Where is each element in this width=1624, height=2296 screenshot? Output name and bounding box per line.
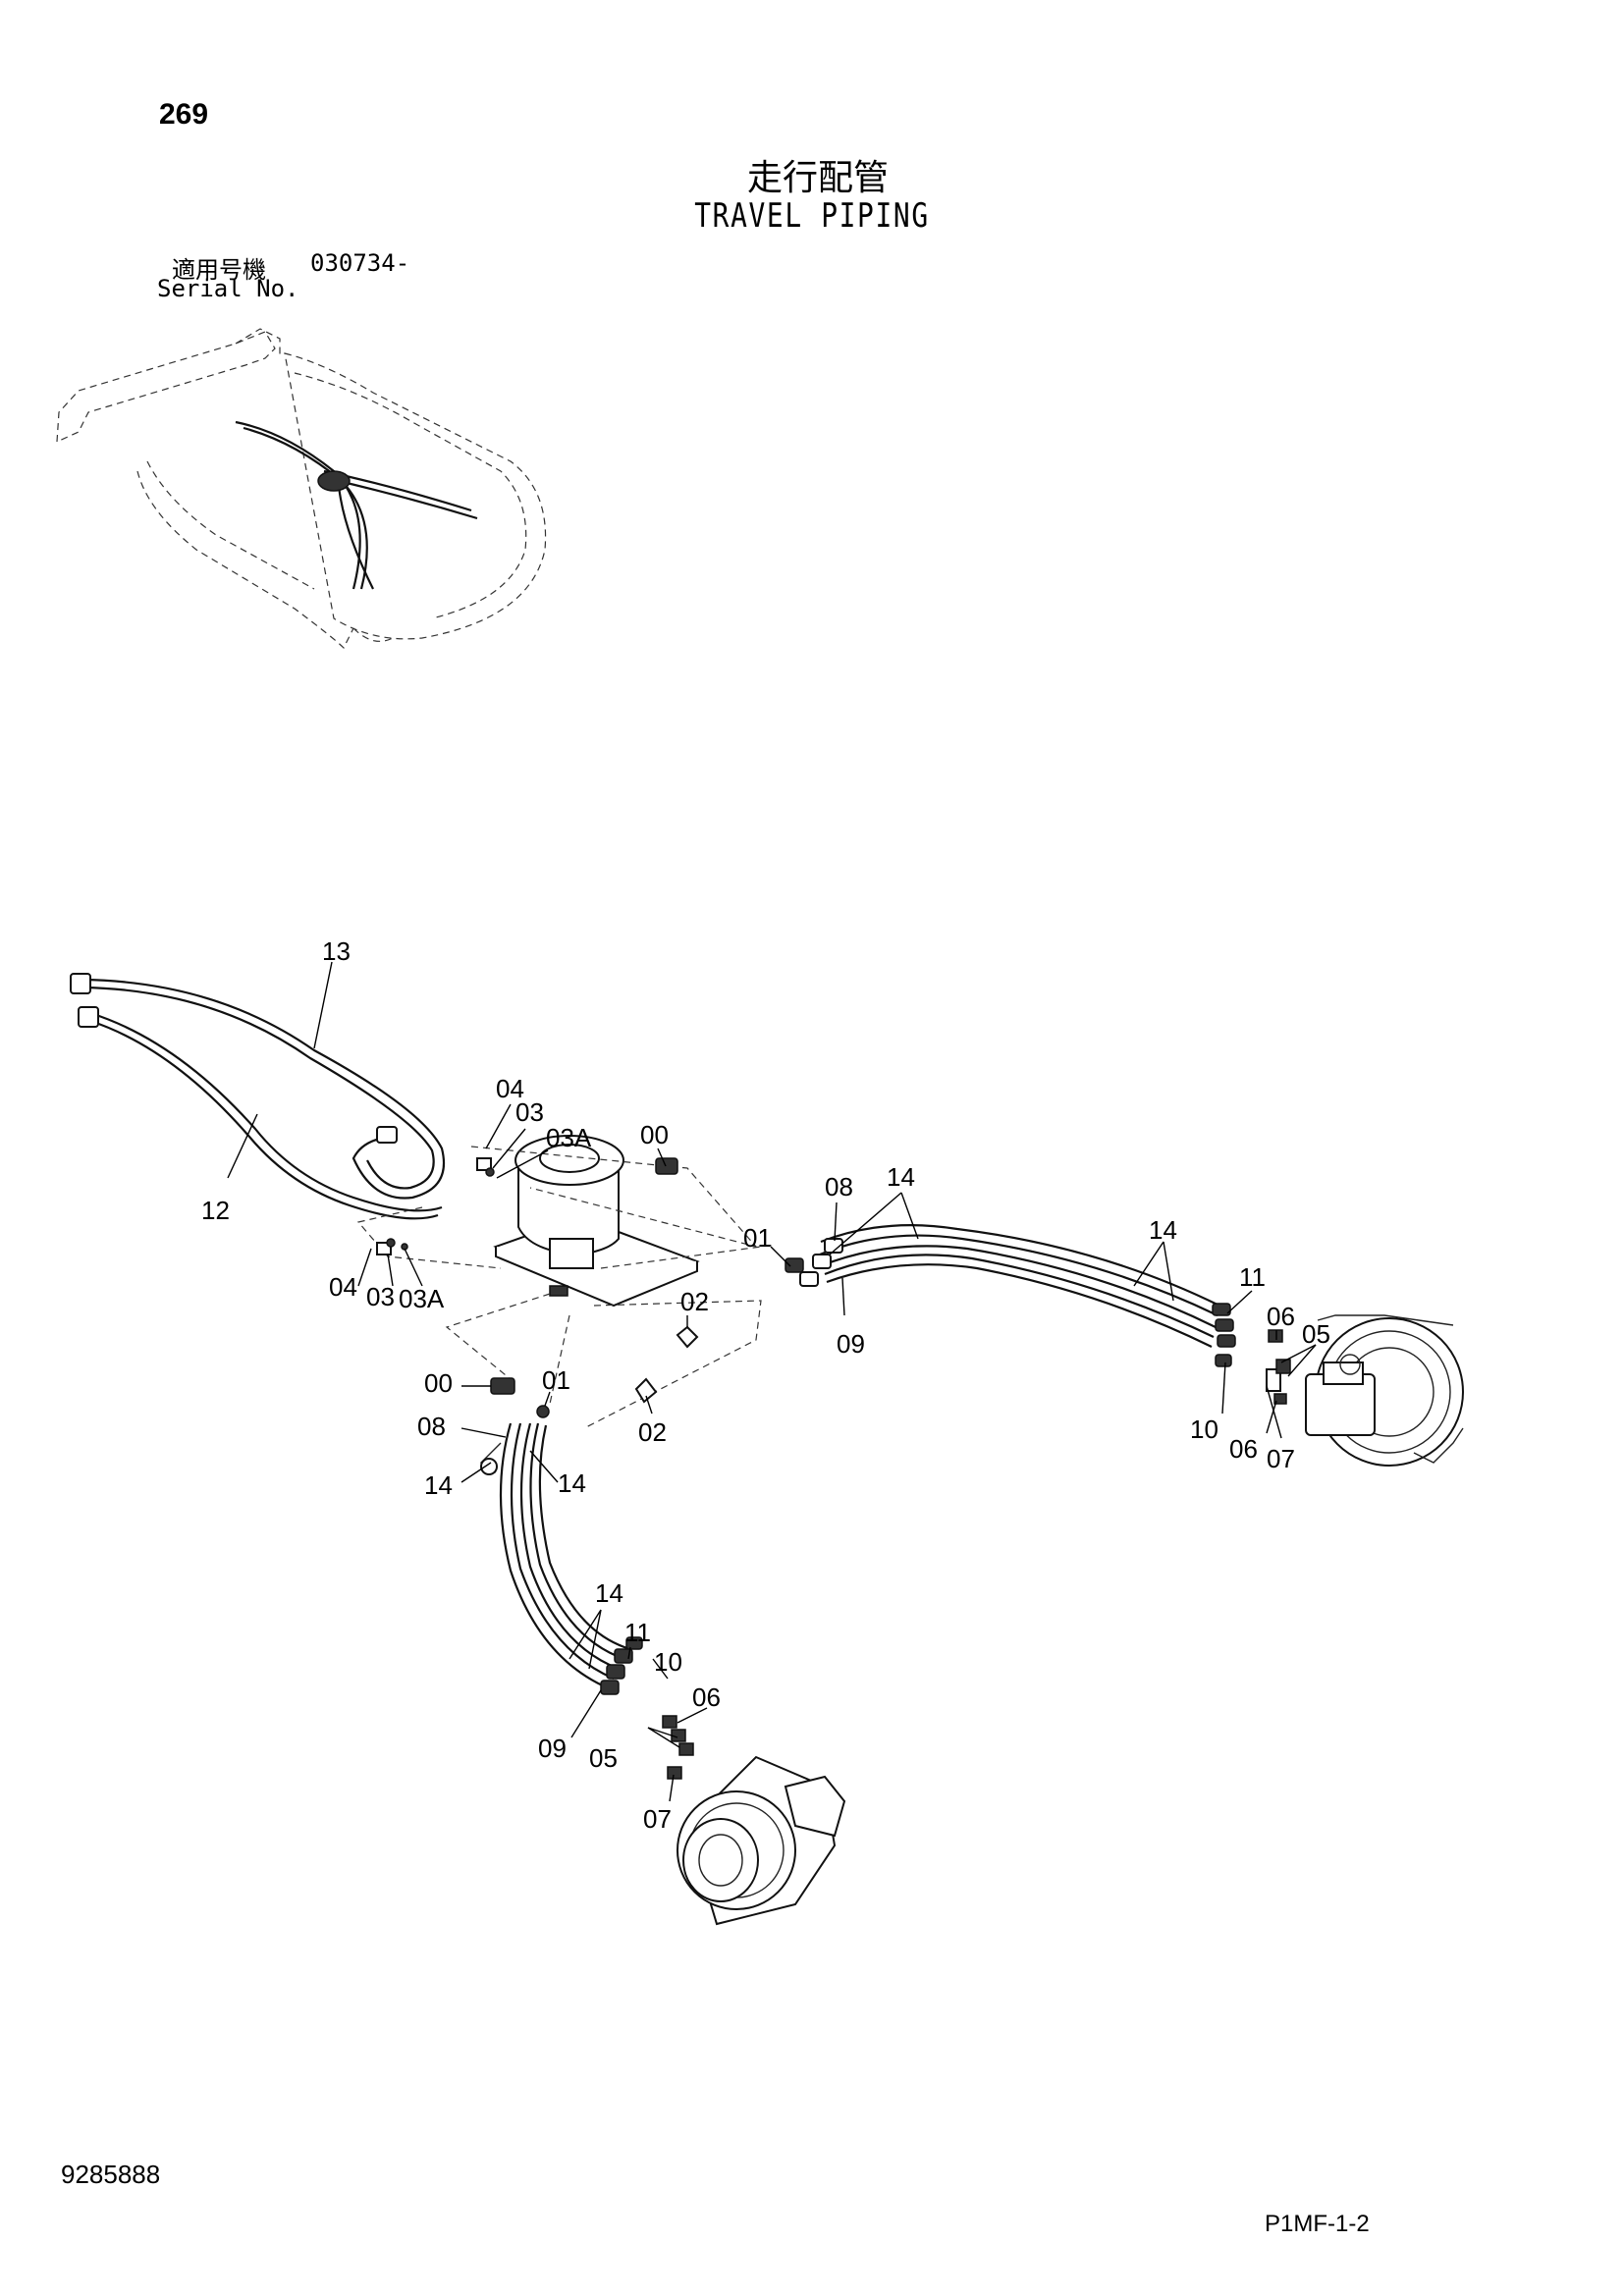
callout-11: 11 <box>624 1618 651 1647</box>
serial-japanese-label: 適用号機 <box>172 256 266 284</box>
callout-05: 05 <box>589 1743 618 1773</box>
callout-04: 04 <box>496 1074 524 1103</box>
callout-02: 02 <box>638 1417 667 1447</box>
assembly-lines <box>356 1146 777 1429</box>
page-code: P1MF-1-2 <box>1265 2211 1370 2237</box>
callout-06: 06 <box>1229 1434 1258 1464</box>
fittings <box>376 1157 804 1418</box>
title-english: TRAVEL PIPING <box>694 196 930 236</box>
callout-10: 10 <box>654 1647 682 1677</box>
callout-labels: 13 12 04 03 03A 00 01 08 14 09 14 11 06 … <box>201 936 1330 1834</box>
callout-08: 08 <box>417 1412 446 1441</box>
serial-number-value: 030734- <box>310 249 410 277</box>
leader-lines <box>227 961 1317 1802</box>
hose-assembly-12-13 <box>70 973 446 1220</box>
callout-09: 09 <box>538 1734 567 1763</box>
callout-05: 05 <box>1302 1319 1330 1349</box>
callout-14: 14 <box>1149 1215 1177 1245</box>
callout-10: 10 <box>1190 1415 1218 1444</box>
callout-06: 06 <box>692 1682 721 1712</box>
callout-11: 11 <box>1239 1262 1266 1292</box>
callout-14: 14 <box>558 1468 586 1498</box>
left-travel-motor <box>662 1715 846 1926</box>
serial-english-label: Serial No. <box>157 275 299 302</box>
document-number: 9285888 <box>61 2160 161 2189</box>
callout-02: 02 <box>680 1287 709 1316</box>
callout-09: 09 <box>837 1329 865 1359</box>
title-japanese: 走行配管 <box>746 158 889 198</box>
callout-12: 12 <box>201 1196 230 1225</box>
callout-13: 13 <box>322 936 351 966</box>
callout-01: 01 <box>743 1223 772 1253</box>
callout-06: 06 <box>1267 1302 1295 1331</box>
callout-08: 08 <box>825 1172 853 1201</box>
callout-03a: 03A <box>546 1123 592 1152</box>
page-number: 269 <box>159 98 209 131</box>
callout-14: 14 <box>595 1578 623 1608</box>
locator-thumbnail <box>56 328 547 650</box>
callout-03a: 03A <box>399 1284 445 1313</box>
callout-01: 01 <box>542 1365 570 1395</box>
callout-14: 14 <box>887 1162 915 1192</box>
right-travel-motor <box>1266 1314 1464 1467</box>
callout-00: 00 <box>424 1368 453 1398</box>
callout-03: 03 <box>366 1282 395 1311</box>
callout-03: 03 <box>515 1097 544 1127</box>
callout-04: 04 <box>329 1272 357 1302</box>
right-track-hoses <box>799 1224 1236 1367</box>
center-joint <box>493 1135 700 1308</box>
callout-07: 07 <box>1267 1444 1295 1473</box>
callout-14: 14 <box>424 1470 453 1500</box>
left-track-hoses <box>479 1422 643 1695</box>
callout-07: 07 <box>643 1804 672 1834</box>
callout-00: 00 <box>640 1120 669 1149</box>
